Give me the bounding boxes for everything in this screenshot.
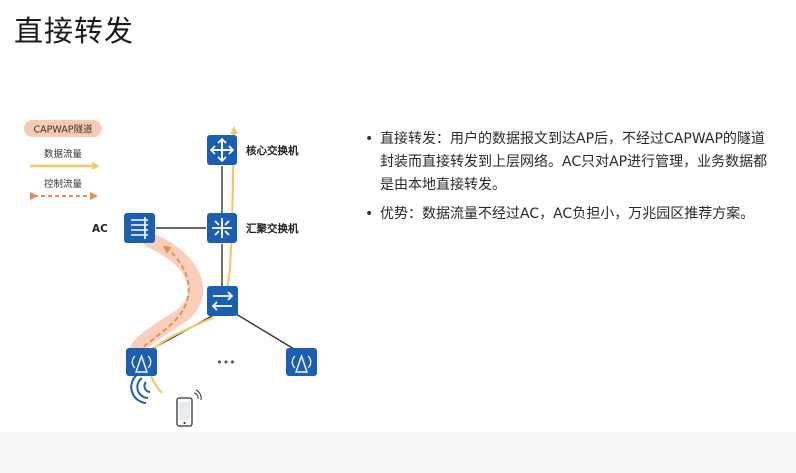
access-switch-icon	[207, 286, 238, 316]
legend-tunnel-swatch	[24, 120, 102, 137]
legend-data-flow-label: 数据流量	[44, 148, 83, 160]
bottom-band	[0, 432, 796, 473]
control-flow-path	[137, 245, 190, 353]
legend-control-flow-label: 控制流量	[44, 178, 83, 190]
more-aps-ellipsis: •••	[216, 356, 235, 369]
access-point-icon	[126, 348, 157, 376]
wifi-signal-icon	[130, 373, 151, 404]
bullet-list: 直接转发：用户的数据报文到达AP后，不经过CAPWAP的隧道封装而直接转发到上层…	[364, 128, 774, 232]
capwap-tunnel	[128, 232, 204, 364]
ac-controller-icon	[124, 213, 155, 243]
bullet-advantage: 优势：数据流量不经过AC，AC负担小，万兆园区推荐方案。	[364, 203, 774, 226]
page-title: 直接转发	[14, 14, 135, 48]
core-switch-label: 核心交换机	[246, 144, 299, 157]
ac-label: AC	[92, 223, 108, 235]
aggregation-switch-icon	[207, 213, 237, 243]
bullet-direct-forwarding: 直接转发：用户的数据报文到达AP后，不经过CAPWAP的隧道封装而直接转发到上层…	[364, 128, 774, 197]
legend: CAPWAP隧道 数据流量 控制流量	[24, 120, 102, 200]
link-access-ap-right	[235, 313, 295, 350]
core-switch-icon	[207, 135, 237, 165]
smartphone-icon	[176, 389, 202, 427]
aggregation-switch-label: 汇聚交换机	[246, 222, 299, 235]
legend-tunnel-label: CAPWAP隧道	[34, 124, 93, 136]
access-point-icon	[286, 348, 317, 376]
